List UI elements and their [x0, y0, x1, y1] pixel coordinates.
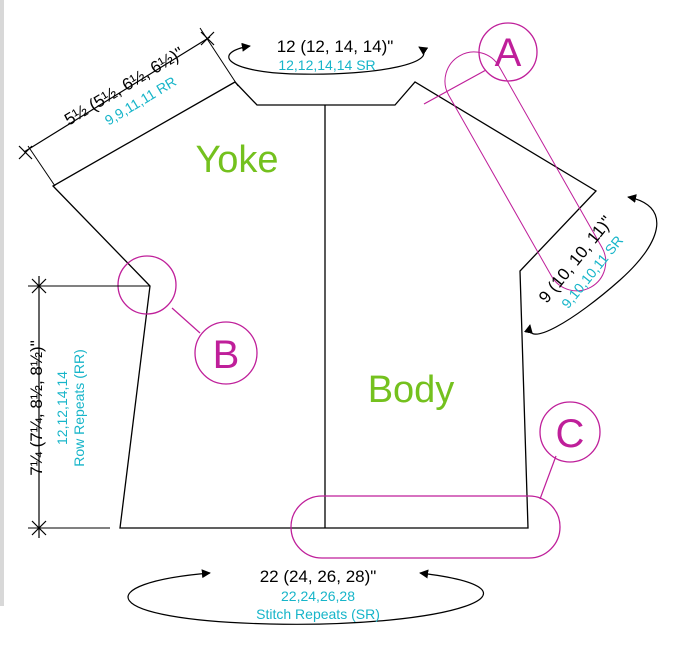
- neck-width-arrow: [228, 42, 429, 75]
- callout-b-leader: [171, 307, 201, 334]
- callout-b-region: [117, 255, 177, 315]
- hem-width-dimension: 22 (24, 26, 28)" 22,24,26,28 Stitch Repe…: [127, 567, 484, 625]
- body-length-repeats: 12,12,14,14: [54, 371, 70, 445]
- callout-b-circle: [194, 321, 258, 385]
- hem-width-repeats: 22,24,26,28: [281, 588, 355, 604]
- neck-width-dimension: 12 (12, 14, 14)" 12,12,14,14 SR: [228, 37, 429, 75]
- body-length-dimension: 7¼ (7¼, 8½, 8½)" 12,12,14,14 Row Repeats…: [27, 276, 150, 538]
- page-left-edge: [0, 0, 4, 606]
- callout-c: C: [290, 401, 601, 559]
- yoke-label: Yoke: [195, 139, 278, 181]
- callout-c-circle: [539, 401, 601, 463]
- neck-width-label: 12 (12, 14, 14)": [277, 37, 394, 56]
- callout-b-letter: B: [213, 333, 240, 377]
- hem-width-arrow: [127, 569, 484, 625]
- body-length-tick-top-2: [31, 278, 47, 294]
- body-length-tick-bottom-2: [31, 520, 47, 536]
- callout-b: B: [117, 255, 258, 385]
- callout-a-letter: A: [495, 31, 522, 75]
- callout-a-leader: [423, 69, 487, 105]
- callout-c-letter: C: [556, 412, 585, 456]
- shoulder-dim-line: [23, 36, 211, 153]
- neck-width-repeats: 12,12,14,14 SR: [278, 57, 375, 73]
- armhole-dimension: 9 (10, 10, 11)" 9,10,10,11 SR: [524, 194, 658, 335]
- body-length-repeats-label: Row Repeats (RR): [71, 349, 87, 466]
- body-length-label: 7¼ (7¼, 8½, 8½)": [27, 340, 46, 476]
- body-label: Body: [368, 369, 455, 411]
- hem-width-repeats-label: Stitch Repeats (SR): [256, 606, 380, 622]
- shoulder-tick-bottom-2: [18, 145, 33, 160]
- garment-outline: [51, 81, 598, 529]
- armhole-arrow: [524, 194, 658, 335]
- shoulder-tick-top-2: [200, 31, 215, 46]
- callout-c-leader: [539, 455, 557, 500]
- shoulder-ext-bottom: [27, 145, 56, 187]
- callout-a-circle: [478, 22, 538, 82]
- callout-c-region: [290, 495, 561, 559]
- hem-width-label: 22 (24, 26, 28)": [260, 567, 377, 586]
- callout-a: A: [423, 22, 607, 292]
